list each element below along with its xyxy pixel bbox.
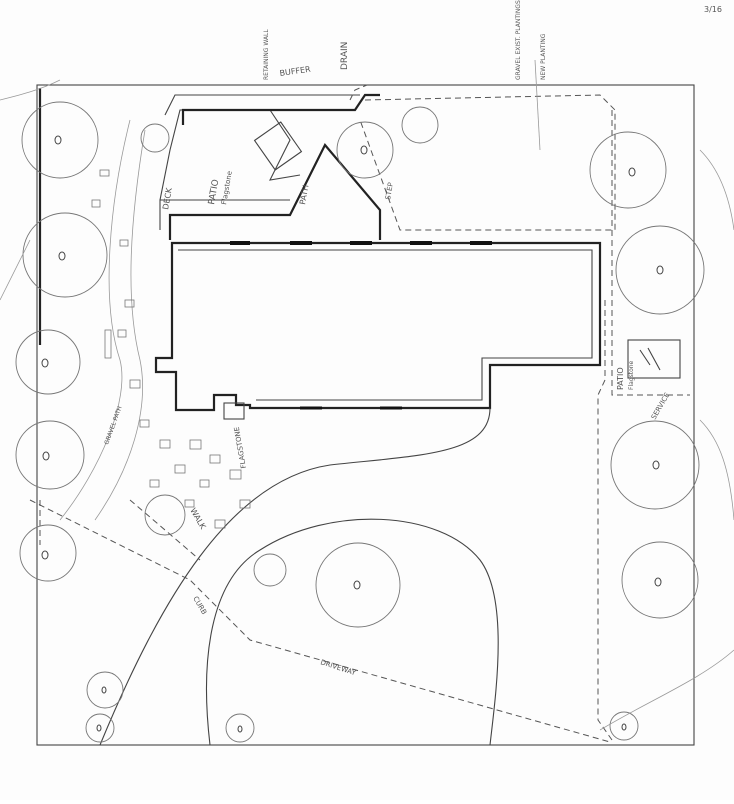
label-patio-top: PATIO	[207, 179, 221, 206]
property-boundary	[36, 84, 695, 746]
label-drain: DRAIN	[340, 42, 350, 70]
label-step: STEP	[384, 182, 395, 201]
driveway-edge-inner	[206, 518, 499, 746]
house-footprint	[154, 241, 602, 412]
gravel-path-line	[359, 94, 616, 231]
trees	[15, 101, 705, 743]
service-pad	[627, 339, 681, 379]
label-buffer: BUFFER	[279, 65, 312, 78]
house-windows	[230, 241, 492, 410]
label-flagstone: FLAGSTONE	[233, 426, 248, 469]
margin-note-1: GRAVEL EXIST. PLANTINGS	[515, 0, 522, 80]
label-driveway: DRIVEWAY	[319, 658, 357, 677]
sketch-strokes	[0, 59, 734, 731]
label-gravel-path: GRAVEL PATH	[103, 405, 123, 445]
driveway-edge-outer	[99, 407, 491, 746]
margin-note-2: NEW PLANTING	[540, 33, 547, 80]
label-patio-right: PATIO	[616, 367, 625, 390]
label-retaining-wall: RETAINING WALL	[263, 29, 270, 80]
label-curb: CURB	[191, 595, 208, 616]
flagstone-rocks	[91, 169, 251, 529]
label-service: SERVICE	[650, 391, 672, 421]
plan-labels: DRAIN BUFFER PATIO Flagstone PATIO Flags…	[103, 0, 722, 677]
label-deck: DECK	[161, 186, 174, 210]
label-path: PATH	[298, 184, 310, 205]
retaining-wall	[168, 143, 382, 240]
label-patio-right-sub: Flagstone	[628, 360, 635, 390]
corner-note: 3/16	[704, 5, 722, 14]
entry-stoop	[223, 402, 245, 420]
label-walk: WALK	[188, 507, 207, 532]
step-block	[253, 121, 303, 171]
